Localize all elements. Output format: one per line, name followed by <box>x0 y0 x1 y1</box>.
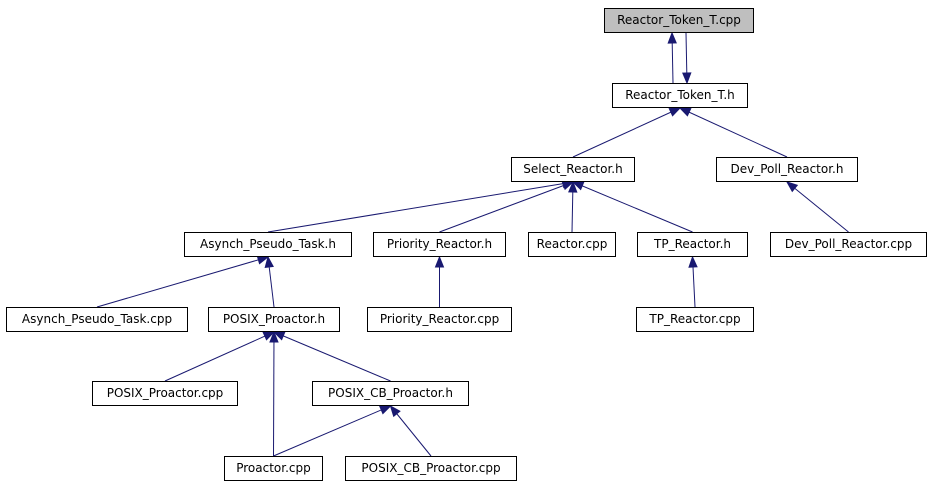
edge-tp-reactor-h-to-select-reactor-h <box>572 181 693 233</box>
edge-asynch-pseudo-task-h-to-select-reactor-h <box>267 181 574 233</box>
edge-reactor-cpp-to-select-reactor-h-arrowhead <box>568 180 578 193</box>
edge-asynch-pseudo-task-cpp-to-asynch-pseudo-task-h <box>96 256 269 308</box>
edge-select-reactor-h-to-reactor-token-t-h <box>572 107 681 158</box>
edge-proactor-cpp-to-posix-cb-proactor-h-arrowhead <box>378 405 392 415</box>
edge-posix-cb-proactor-cpp-to-posix-cb-proactor-h-arrowhead <box>389 404 401 418</box>
node-posix-proactor-cpp[interactable]: POSIX_Proactor.cpp <box>92 381 238 406</box>
node-reactor-cpp[interactable]: Reactor.cpp <box>528 232 616 257</box>
edge-priority-reactor-cpp-to-priority-reactor-h-arrowhead <box>434 255 445 268</box>
node-reactor-token-t-h[interactable]: Reactor_Token_T.h <box>612 83 748 108</box>
node-priority-reactor-h[interactable]: Priority_Reactor.h <box>373 232 506 257</box>
node-asynch-pseudo-task-cpp[interactable]: Asynch_Pseudo_Task.cpp <box>6 307 188 332</box>
node-tp-reactor-cpp[interactable]: TP_Reactor.cpp <box>636 307 754 332</box>
node-tp-reactor-h[interactable]: TP_Reactor.h <box>637 232 748 257</box>
node-posix-proactor-h[interactable]: POSIX_Proactor.h <box>208 307 340 332</box>
node-proactor-cpp[interactable]: Proactor.cpp <box>224 456 323 481</box>
edge-tp-reactor-h-to-select-reactor-h-arrowhead <box>571 181 585 191</box>
edge-proactor-cpp-to-posix-cb-proactor-h <box>273 405 391 457</box>
edge-reactor-token-t-h-to-reactor-token-t-cpp-arrowhead <box>667 31 677 44</box>
edge-reactor-token-t-cpp-to-reactor-token-t-h-arrowhead <box>682 72 692 85</box>
node-posix-cb-proactor-cpp[interactable]: POSIX_CB_Proactor.cpp <box>345 456 517 481</box>
node-priority-reactor-cpp[interactable]: Priority_Reactor.cpp <box>367 307 512 332</box>
node-asynch-pseudo-task-h[interactable]: Asynch_Pseudo_Task.h <box>184 232 352 257</box>
node-dev-poll-reactor-h[interactable]: Dev_Poll_Reactor.h <box>716 157 858 182</box>
edge-posix-proactor-cpp-to-posix-proactor-h-arrowhead <box>262 331 276 341</box>
edge-posix-proactor-h-to-asynch-pseudo-task-h-arrowhead <box>264 255 274 268</box>
edge-proactor-cpp-to-posix-proactor-h-arrowhead <box>269 330 279 343</box>
node-posix-cb-proactor-h[interactable]: POSIX_CB_Proactor.h <box>312 381 469 406</box>
edge-dev-poll-reactor-h-to-reactor-token-t-h <box>679 107 788 158</box>
edge-priority-reactor-h-to-select-reactor-h <box>439 181 574 233</box>
edge-posix-cb-proactor-h-to-posix-proactor-h <box>273 331 391 382</box>
edge-proactor-cpp-to-posix-proactor-h <box>273 331 275 457</box>
edge-dev-poll-reactor-h-to-reactor-token-t-h-arrowhead <box>678 107 692 117</box>
edge-posix-proactor-cpp-to-posix-proactor-h <box>164 331 275 382</box>
node-reactor-token-t-cpp[interactable]: Reactor_Token_T.cpp <box>604 8 754 33</box>
edge-posix-cb-proactor-cpp-to-posix-cb-proactor-h <box>390 405 432 457</box>
node-dev-poll-reactor-cpp[interactable]: Dev_Poll_Reactor.cpp <box>770 232 927 257</box>
edge-select-reactor-h-to-reactor-token-t-h-arrowhead <box>668 107 682 117</box>
node-select-reactor-h[interactable]: Select_Reactor.h <box>511 157 635 182</box>
edge-dev-poll-reactor-cpp-to-dev-poll-reactor-h-arrowhead <box>785 181 799 193</box>
edge-posix-cb-proactor-h-to-posix-proactor-h-arrowhead <box>272 331 286 341</box>
edge-tp-reactor-cpp-to-tp-reactor-h-arrowhead <box>688 255 698 268</box>
edge-dev-poll-reactor-cpp-to-dev-poll-reactor-h <box>786 181 849 233</box>
